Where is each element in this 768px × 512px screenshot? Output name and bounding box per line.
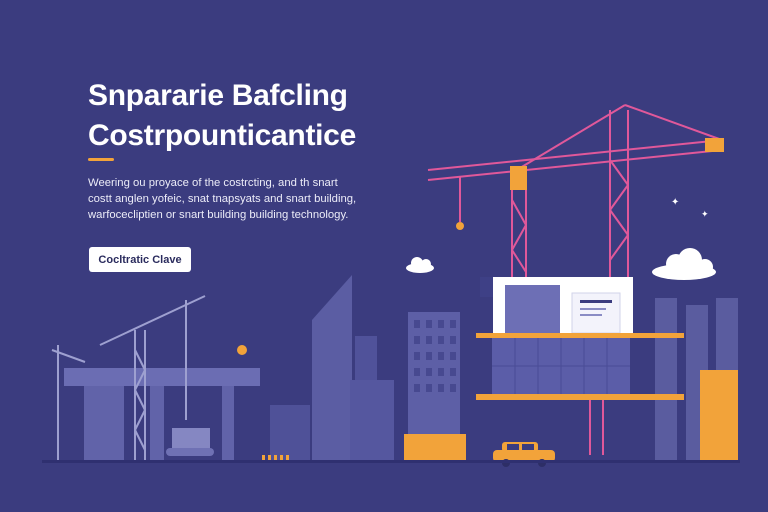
tower-windows [414,320,456,392]
central-building [476,277,684,400]
star-icon: ✦ [671,197,679,208]
hero-description: Weering ou proyace of the costrcting, an… [88,175,378,223]
cta-button[interactable]: Cocltratic Clave [89,247,191,272]
crane-tip-block [705,138,724,152]
hero-title: Snpararie Bafcling Costrpounticantice [88,76,356,156]
left-crane [51,295,206,462]
fence [262,455,289,462]
car [493,442,555,467]
cloud-right [652,248,716,280]
left-bridge-structure [64,368,260,462]
star-icon: ✦ [701,210,709,220]
main-crane [427,104,723,455]
hero-title-line-2: Costrpounticantice [88,119,356,152]
accent-divider [88,158,114,161]
hero-description-line-3: warfocecliptien or snart building buildi… [88,209,349,221]
orange-tower [700,370,738,462]
ground-line [42,460,740,463]
excavator [166,428,214,456]
hero-title-line-1: Snpararie Bafcling [88,79,348,112]
crane-hook [456,222,464,230]
crane-counterweight [510,166,527,190]
site-light [237,345,247,355]
cargo-container [404,434,466,462]
cloud-left [406,257,434,273]
hero-description-line-1: Weering ou proyace of the costrcting, an… [88,177,338,189]
hero-description-line-2: costt anglen yofeic, snat tnapsyats and … [88,193,357,205]
